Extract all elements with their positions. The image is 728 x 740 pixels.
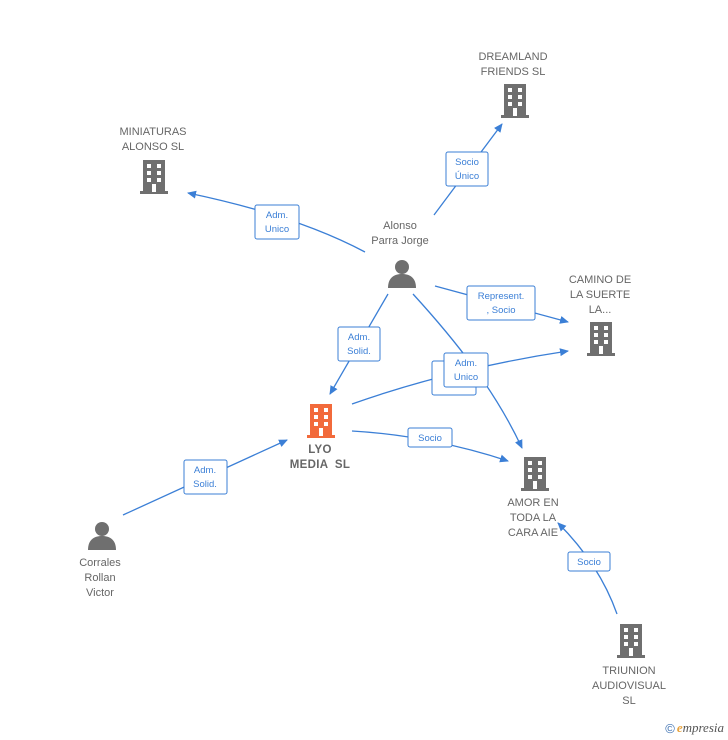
copyright-icon: © [665,720,675,736]
edge-label-line: Adm. [266,210,288,221]
edge-label-triunion-amor[interactable]: Socio [567,551,611,572]
brand-credit[interactable]: © empresia [665,720,724,736]
building-icon [587,322,615,356]
node-amor[interactable]: AMOR EN TODA LA CARA AIE [507,457,559,539]
brand-name: mpresia [682,720,724,735]
node-label-line: Alonso [383,220,417,232]
edge-label-line: Represent. [478,291,524,302]
node-label-line: CAMINO DE [569,274,631,286]
node-label-line: Rollan [84,572,115,584]
edge-label-line: Único [455,171,479,182]
node-label-line: Victor [86,587,114,599]
edge-label-line: Socio [577,557,601,568]
node-alonso[interactable]: Alonso Parra Jorge [371,220,429,288]
person-icon [388,260,416,288]
node-label-line: MINIATURAS [119,126,186,138]
node-label-line: LA SUERTE [570,289,630,301]
edge-labels-layer: Socio Único Adm. Unico Represent. , Soci… [183,151,611,572]
node-lyo[interactable]: LYO MEDIA SL [290,404,350,471]
edge-label-alonso-dreamland[interactable]: Socio Único [445,151,489,187]
node-miniaturas[interactable]: MINIATURAS ALONSO SL [119,126,187,194]
edge-label-line: Unico [265,224,289,235]
node-label-line: AUDIOVISUAL [592,680,666,692]
edges-layer [122,123,618,615]
node-label-line: SL [622,695,635,707]
node-label-line: LYO [308,444,332,456]
edge-label-line: , Socio [486,305,515,316]
node-label-line: TRIUNION [602,665,655,677]
brand-initial: e [676,720,683,735]
edge-label-lyo-camino[interactable]: Adm. Unico [443,352,489,388]
node-label-line: CARA AIE [508,527,558,539]
node-label-line: TODA LA [510,512,557,524]
building-icon [521,457,549,491]
edge-label-line: Solid. [193,479,217,490]
node-label-line: FRIENDS SL [481,66,546,78]
node-label-line: AMOR EN [507,497,558,509]
node-label-line: Corrales [79,557,121,569]
edge-label-alonso-miniaturas[interactable]: Adm. Unico [254,204,300,240]
node-label-line: LA... [589,304,612,316]
edge-label-line: Adm. [455,358,477,369]
edge-label-corrales-lyo[interactable]: Adm. Solid. [183,459,228,495]
node-dreamland[interactable]: DREAMLAND FRIENDS SL [478,51,548,118]
brand-logo: empresia [677,720,724,736]
node-triunion[interactable]: TRIUNION AUDIOVISUAL SL [592,624,666,707]
nodes-layer: DREAMLAND FRIENDS SL MINIATURAS ALONSO S… [79,51,666,707]
edge-label-line: Unico [454,372,478,383]
person-icon [88,522,116,550]
edge-label-alonso-camino[interactable]: Represent. , Socio [466,285,536,321]
node-label-line: MEDIA SL [290,459,350,471]
edge-label-line: Adm. [194,465,216,476]
edge-label-line: Socio [455,157,479,168]
building-icon [140,160,168,194]
node-corrales[interactable]: Corrales Rollan Victor [79,522,121,599]
node-label-line: ALONSO SL [122,141,184,153]
edge-label-line: Adm. [348,332,370,343]
building-icon [501,84,529,118]
edge-label-line: Solid. [347,346,371,357]
edge-label-lyo-amor[interactable]: Socio [407,427,453,448]
node-label-line: Parra Jorge [371,235,428,247]
building-icon [307,404,335,438]
node-camino[interactable]: CAMINO DE LA SUERTE LA... [569,274,631,356]
edge-label-line: Socio [418,433,442,444]
building-icon [617,624,645,658]
edge-label-alonso-lyo[interactable]: Adm. Solid. [337,326,381,362]
node-label-line: DREAMLAND [478,51,547,63]
